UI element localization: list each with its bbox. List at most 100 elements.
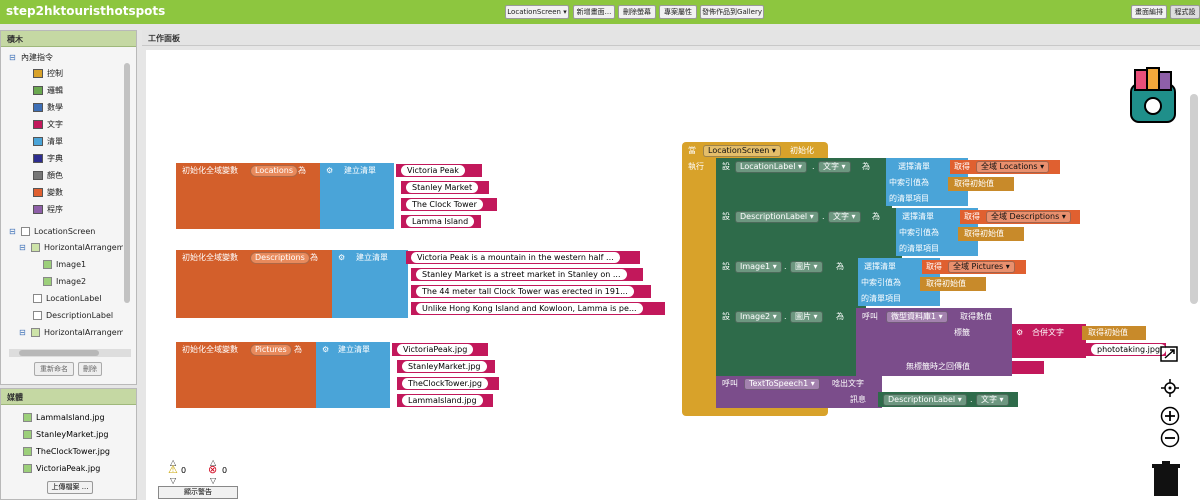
text-block[interactable]: Lamma Island (401, 215, 481, 228)
text-block[interactable]: Unlike Hong Kong Island and Kowloon, Lam… (411, 302, 665, 315)
text-value[interactable]: LammaIsland.jpg (402, 395, 483, 406)
get-start-value-block[interactable] (920, 277, 986, 291)
tree-image2[interactable]: Image2 (43, 275, 86, 289)
get-start-value-block[interactable] (958, 227, 1024, 241)
tree-horizontal-arrangement-1[interactable]: ⊟HorizontalArrangement (19, 241, 123, 255)
component-dropdown[interactable]: DescriptionLabel ▾ (883, 394, 967, 406)
make-list-gear-icon[interactable]: ⚙ (338, 253, 346, 262)
errors-down-icon[interactable]: ▽ (210, 476, 217, 485)
text-block[interactable]: StanleyMarket.jpg (397, 360, 495, 373)
text-value[interactable]: StanleyMarket.jpg (402, 361, 487, 372)
tree-location-label[interactable]: LocationLabel (33, 292, 101, 306)
text-block[interactable]: LammaIsland.jpg (397, 394, 493, 407)
join-block[interactable] (1012, 324, 1086, 358)
get-start-value-block[interactable] (1082, 326, 1146, 340)
make-list-block[interactable] (332, 250, 408, 318)
text-block[interactable]: The 44 meter tall Clock Tower was erecte… (411, 285, 651, 298)
property-dropdown[interactable]: 文字 ▾ (976, 394, 1009, 406)
remove-screen-button[interactable]: 刪除螢幕 (618, 5, 656, 19)
media-file[interactable]: VictoriaPeak.jpg (23, 462, 100, 476)
text-block[interactable]: The Clock Tower (401, 198, 497, 211)
errors-up-icon[interactable]: △ (210, 458, 217, 467)
blocks-workspace[interactable]: 初始化全域變數 Locations 為 ⚙ 建立清單 Victoria Peak… (146, 50, 1200, 500)
tts-speak-block[interactable] (716, 376, 882, 408)
global-variable-dropdown[interactable]: 全域 Locations ▾ (976, 161, 1050, 173)
set-description-label-block[interactable] (716, 208, 902, 258)
property-dropdown[interactable]: 圖片 ▾ (790, 311, 823, 323)
text-block[interactable]: Victoria Peak (396, 164, 482, 177)
empty-text-block[interactable] (1012, 361, 1044, 374)
property-dropdown[interactable]: 文字 ▾ (828, 211, 861, 223)
media-file[interactable]: StanleyMarket.jpg (23, 428, 109, 442)
make-list-gear-icon[interactable]: ⚙ (322, 345, 330, 354)
show-warnings-button[interactable]: 顯示警告 (158, 486, 238, 499)
scroll-thumb[interactable] (19, 350, 99, 356)
text-value[interactable]: phototaking.jpg (1091, 344, 1166, 355)
designer-button[interactable]: 畫面編排 (1131, 5, 1167, 19)
publish-gallery-button[interactable]: 發佈作品到Gallery (700, 5, 764, 19)
variable-name-locations[interactable]: Locations (250, 165, 299, 177)
property-dropdown[interactable]: 圖片 ▾ (790, 261, 823, 273)
warnings-up-icon[interactable]: △ (170, 458, 177, 467)
text-block[interactable]: Stanley Market (401, 181, 489, 194)
category-procedures[interactable]: 程序 (33, 203, 63, 217)
text-value[interactable]: Lamma Island (406, 216, 475, 227)
set-image2-block[interactable] (716, 308, 862, 376)
text-value[interactable]: TheClockTower.jpg (402, 378, 488, 389)
text-block[interactable]: VictoriaPeak.jpg (392, 343, 488, 356)
blocks-button[interactable]: 程式設 (1170, 5, 1200, 19)
tree-image1[interactable]: Image1 (43, 258, 86, 272)
category-color[interactable]: 顏色 (33, 169, 63, 183)
media-file[interactable]: TheClockTower.jpg (23, 445, 110, 459)
make-list-block[interactable] (316, 342, 390, 408)
event-screen-dropdown[interactable]: LocationScreen ▾ (703, 145, 781, 157)
get-global-block[interactable] (960, 210, 1080, 224)
text-value[interactable]: Victoria Peak is a mountain in the weste… (411, 252, 620, 263)
workspace-vertical-scrollbar[interactable] (1190, 94, 1198, 304)
component-dropdown[interactable]: Image2 ▾ (735, 311, 782, 323)
join-gear-icon[interactable]: ⚙ (1016, 328, 1024, 337)
project-properties-button[interactable]: 專案屬性 (659, 5, 697, 19)
text-value[interactable]: Stanley Market is a street market in Sta… (416, 269, 627, 280)
text-value[interactable]: Unlike Hong Kong Island and Kowloon, Lam… (416, 303, 643, 314)
set-image1-block[interactable] (716, 258, 866, 308)
rename-button[interactable]: 重新命名 (34, 362, 74, 376)
category-variables[interactable]: 變數 (33, 186, 63, 200)
backpack-icon[interactable] (1121, 64, 1185, 128)
text-value[interactable]: The Clock Tower (406, 199, 483, 210)
text-block[interactable]: phototaking.jpg (1086, 343, 1166, 356)
category-math[interactable]: 數學 (33, 101, 63, 115)
tree-builtin[interactable]: ⊟內建指令 (9, 51, 53, 65)
text-value[interactable]: Stanley Market (406, 182, 479, 193)
global-variable-dropdown[interactable]: 全域 Pictures ▾ (948, 261, 1015, 273)
recenter-icon[interactable] (1160, 378, 1180, 398)
category-text[interactable]: 文字 (33, 118, 63, 132)
fullscreen-icon[interactable] (1160, 346, 1180, 364)
upload-file-button[interactable]: 上傳檔案 ... (47, 481, 93, 494)
tree-horizontal-arrangement-2[interactable]: ⊟HorizontalArrangemen (19, 326, 123, 340)
trash-icon[interactable] (1150, 460, 1182, 498)
variable-name-descriptions[interactable]: Descriptions (250, 252, 310, 264)
component-dropdown[interactable]: Image1 ▾ (735, 261, 782, 273)
tts-dropdown[interactable]: TextToSpeech1 ▾ (744, 378, 820, 390)
text-value[interactable]: Victoria Peak (401, 165, 465, 176)
set-location-label-block[interactable] (716, 158, 892, 208)
tree-location-screen[interactable]: ⊟LocationScreen (9, 225, 95, 239)
component-dropdown[interactable]: DescriptionLabel ▾ (735, 211, 819, 223)
zoom-in-icon[interactable] (1160, 406, 1180, 426)
category-list[interactable]: 清單 (33, 135, 63, 149)
tinydb-dropdown[interactable]: 微型資料庫1 ▾ (886, 311, 948, 323)
global-variable-dropdown[interactable]: 全域 Descriptions ▾ (986, 211, 1071, 223)
tree-description-label[interactable]: DescriptionLabel (33, 309, 113, 323)
screen-select[interactable]: LocationScreen ▾ (505, 5, 569, 19)
category-logic[interactable]: 邏輯 (33, 84, 63, 98)
text-block[interactable]: Victoria Peak is a mountain in the weste… (406, 251, 640, 264)
media-file[interactable]: LammaIsland.jpg (23, 411, 105, 425)
property-dropdown[interactable]: 文字 ▾ (818, 161, 851, 173)
variable-name-pictures[interactable]: Pictures (250, 344, 292, 356)
text-block[interactable]: TheClockTower.jpg (397, 377, 499, 390)
text-value[interactable]: The 44 meter tall Clock Tower was erecte… (416, 286, 634, 297)
text-block[interactable]: Stanley Market is a street market in Sta… (411, 268, 643, 281)
text-value[interactable]: VictoriaPeak.jpg (397, 344, 474, 355)
add-screen-button[interactable]: 新增畫面... (573, 5, 615, 19)
